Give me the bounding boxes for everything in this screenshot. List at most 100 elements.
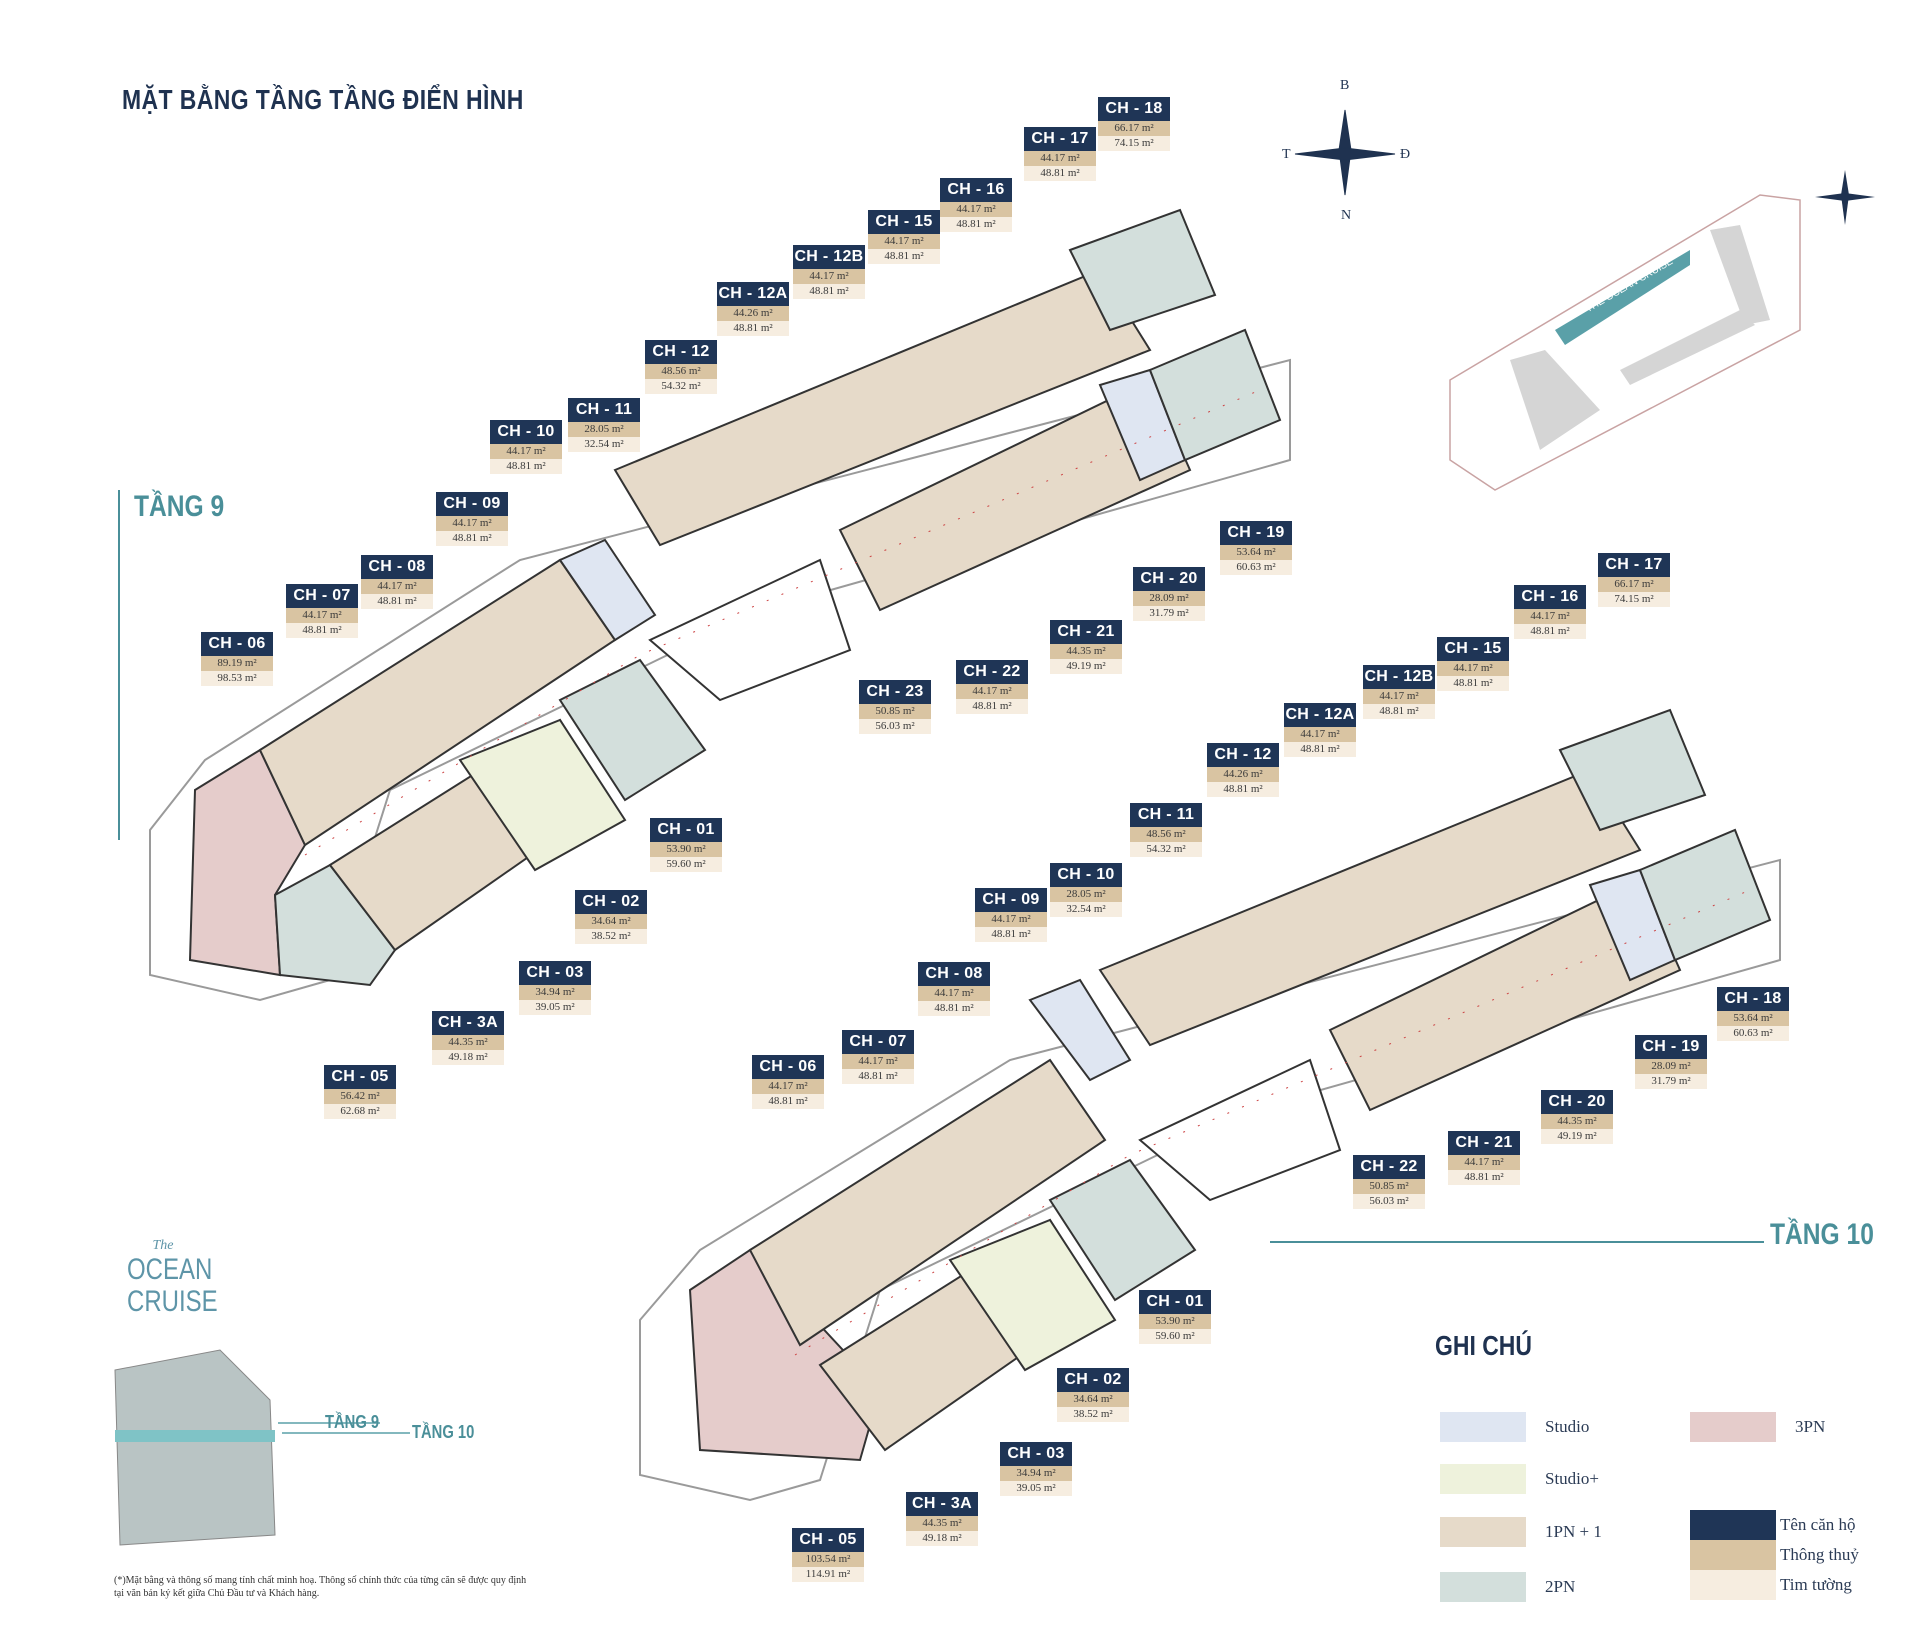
floor9-gross-area: 59.60 m² [650,857,722,872]
floor9-unit-name: CH - 18 [1098,97,1170,121]
floor10-net-area: 53.90 m² [1139,1314,1211,1329]
floor9-net-area: 44.17 m² [1024,151,1096,166]
floor9-gross-area: 98.53 m² [201,671,273,686]
floor9-gross-area: 31.79 m² [1133,606,1205,621]
floor9-net-area: 89.19 m² [201,656,273,671]
floor9-unit-name: CH - 15 [868,210,940,234]
floor9-gross-area: 38.52 m² [575,929,647,944]
floor10-net-area: 34.64 m² [1057,1392,1129,1407]
floor9-net-area: 44.17 m² [940,202,1012,217]
floor9-unit-name: CH - 05 [324,1065,396,1089]
floor9-rule [118,490,120,840]
floor9-gross-area: 49.19 m² [1050,659,1122,674]
floor10-gross-area: 60.63 m² [1717,1026,1789,1041]
floor10-net-area: 66.17 m² [1598,577,1670,592]
compass-east: Đ [1400,147,1411,162]
floor9-net-area: 50.85 m² [859,704,931,719]
floor10-net-area: 44.17 m² [752,1079,824,1094]
floor10-net-area: 44.17 m² [975,912,1047,927]
floor10-unit-name: CH - 05 [792,1528,864,1552]
legend-swatch [1690,1510,1776,1540]
floor9-unit-name: CH - 09 [436,492,508,516]
legend-label: Studio+ [1545,1469,1599,1488]
legend-swatch [1690,1570,1776,1600]
floor10-gross-area: 48.81 m² [752,1094,824,1109]
disclaimer-note: (*)Mặt bằng và thông số mang tính chất m… [114,1575,527,1599]
floor9-unit-name: CH - 23 [859,680,931,704]
building-floor10-label: TẦNG 10 [412,1422,475,1442]
floor10-gross-area: 48.81 m² [1284,742,1356,757]
floor10-net-area: 44.35 m² [906,1516,978,1531]
floor10-gross-area: 48.81 m² [918,1001,990,1016]
floor10-net-area: 50.85 m² [1353,1179,1425,1194]
floor10-net-area: 103.54 m² [792,1552,864,1567]
floor10-unit-name: CH - 22 [1353,1155,1425,1179]
legend-swatch [1690,1412,1776,1442]
legend-label: 3PN [1795,1417,1826,1436]
floor9-net-area: 44.26 m² [717,306,789,321]
floor9-unit-name: CH - 20 [1133,567,1205,591]
legend-label: Studio [1545,1417,1590,1436]
floor10-gross-area: 49.18 m² [906,1531,978,1546]
floor9-unit-name: CH - 16 [940,178,1012,202]
floor10-net-area: 28.09 m² [1635,1059,1707,1074]
floor10-unit-name: CH - 16 [1514,585,1586,609]
floor10-unit-name: CH - 20 [1541,1090,1613,1114]
floor10-gross-area: 48.81 m² [1207,782,1279,797]
floor9-net-area: 44.17 m² [436,516,508,531]
floor10-net-area: 34.94 m² [1000,1466,1072,1481]
floor9-gross-area: 48.81 m² [868,249,940,264]
legend-label: 2PN [1545,1577,1576,1596]
floor9-unit-name: CH - 3A [432,1011,504,1035]
building-floor9-label: TẦNG 9 [325,1412,380,1432]
floor9-unit-name: CH - 08 [361,555,433,579]
floor10-gross-area: 49.19 m² [1541,1129,1613,1144]
floor10-rule [1270,1241,1764,1243]
floor9-gross-area: 54.32 m² [645,379,717,394]
floor10-unit-name: CH - 3A [906,1492,978,1516]
floor9-unit-name: CH - 07 [286,584,358,608]
floor10-net-area: 44.17 m² [1437,661,1509,676]
floor9-gross-area: 48.81 m² [286,623,358,638]
floor9-net-area: 44.17 m² [868,234,940,249]
floor10-net-area: 48.56 m² [1130,827,1202,842]
floor9-gross-area: 74.15 m² [1098,136,1170,151]
floor9-net-area: 48.56 m² [645,364,717,379]
floor9-unit-name: CH - 12A [717,282,789,306]
floor10-net-area: 44.17 m² [1363,689,1435,704]
floor10-gross-area: 48.81 m² [1363,704,1435,719]
floor9-net-area: 44.17 m² [793,269,865,284]
floor9-unit-name: CH - 02 [575,890,647,914]
floor10-net-area: 44.17 m² [1448,1155,1520,1170]
legend-swatch [1440,1517,1526,1547]
floor9-unit-name: CH - 10 [490,420,562,444]
floor10-unit-name: CH - 06 [752,1055,824,1079]
floor10-unit-name: CH - 12 [1207,743,1279,767]
floor10-gross-area: 38.52 m² [1057,1407,1129,1422]
floor10-unit-name: CH - 07 [842,1030,914,1054]
